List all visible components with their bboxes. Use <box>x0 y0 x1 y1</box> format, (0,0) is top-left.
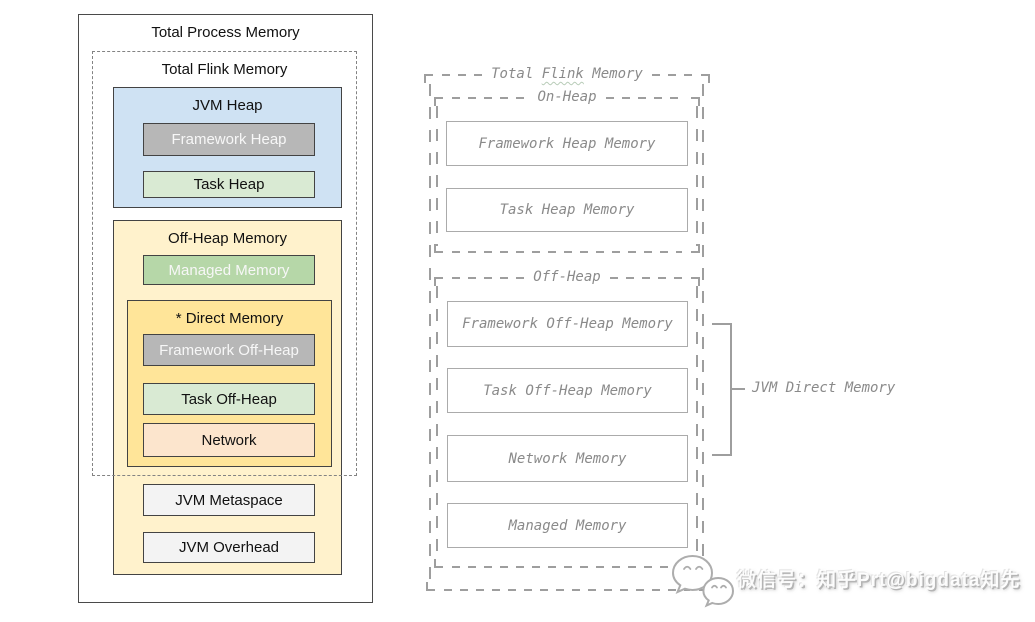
title-part-flink: Flink <box>541 66 584 82</box>
dashed-line <box>452 566 682 568</box>
managed-memory-right-box: Managed Memory <box>447 503 688 548</box>
network-box: Network <box>143 423 315 457</box>
title-part: Memory <box>583 66 643 82</box>
on-heap-bottom-dashed-border <box>434 244 700 262</box>
task-off-heap-memory-box: Task Off-Heap Memory <box>447 368 688 413</box>
off-heap-header: Off-Heap <box>434 269 700 288</box>
dashed-line <box>651 74 692 76</box>
dashed-line <box>442 74 483 76</box>
corner-top-left-icon <box>434 97 443 106</box>
bracket-bottom-arm <box>712 454 732 456</box>
on-heap-right-dashed-border <box>696 106 698 246</box>
task-heap-box: Task Heap <box>143 171 315 198</box>
dashed-line <box>452 251 682 253</box>
corner-top-right-icon <box>691 277 700 286</box>
outer-left-dashed-border <box>429 84 431 584</box>
wechat-icon <box>671 554 735 608</box>
on-heap-left-dashed-border <box>436 106 438 246</box>
jvm-heap-label: JVM Heap <box>192 97 263 114</box>
right-total-flink-title: Total Flink Memory <box>491 66 643 82</box>
total-process-memory-label: Total Process Memory <box>151 24 300 41</box>
framework-heap-box: Framework Heap <box>143 123 315 156</box>
off-heap-bottom-dashed-border <box>434 559 700 577</box>
bracket-top-arm <box>712 323 732 325</box>
off-heap-title: Off-Heap <box>533 269 601 285</box>
framework-off-heap-box: Framework Off-Heap <box>143 334 315 366</box>
outer-right-dashed-border <box>702 84 704 584</box>
corner-top-left-icon <box>434 277 443 286</box>
corner-top-right-icon <box>691 97 701 106</box>
task-off-heap-box: Task Off-Heap <box>143 383 315 415</box>
managed-memory-box: Managed Memory <box>143 255 315 285</box>
outer-bottom-dashed-border <box>426 582 708 600</box>
jvm-metaspace-box: JVM Metaspace <box>143 484 315 516</box>
off-heap-right-dashed-border <box>696 286 698 560</box>
jvm-direct-memory-label: JVM Direct Memory <box>752 380 896 396</box>
bracket-vertical <box>730 323 732 456</box>
corner-bottom-left-icon <box>426 582 435 591</box>
network-memory-box: Network Memory <box>447 435 688 482</box>
corner-bottom-left-icon <box>434 559 443 568</box>
corner-bottom-right-icon <box>691 244 700 253</box>
total-flink-memory-dashed-box <box>92 51 357 476</box>
dashed-line <box>452 97 529 99</box>
direct-memory-label: * Direct Memory <box>175 310 284 327</box>
corner-top-right-icon <box>701 74 710 83</box>
total-process-memory-box <box>78 14 373 603</box>
watermark-text: 微信号：知乎Prt@bigdata知先 <box>737 570 1021 591</box>
framework-heap-memory-box: Framework Heap Memory <box>446 121 688 166</box>
dashed-line <box>609 277 682 279</box>
dashed-line <box>452 277 525 279</box>
total-flink-memory-label: Total Flink Memory <box>161 61 288 78</box>
dashed-line <box>605 97 683 99</box>
on-heap-header: On-Heap <box>434 89 701 108</box>
on-heap-title: On-Heap <box>537 89 597 105</box>
corner-bottom-left-icon <box>434 244 443 253</box>
right-total-flink-header: Total Flink Memory <box>424 66 710 85</box>
corner-top-left-icon <box>424 74 433 83</box>
off-heap-left-dashed-border <box>436 286 438 560</box>
jvm-overhead-box: JVM Overhead <box>143 532 315 563</box>
dashed-line <box>444 589 690 591</box>
bracket-middle-tick <box>732 388 745 390</box>
off-heap-memory-label: Off-Heap Memory <box>168 230 287 247</box>
title-part: Total <box>491 66 542 82</box>
task-heap-memory-box: Task Heap Memory <box>446 188 688 232</box>
framework-off-heap-memory-box: Framework Off-Heap Memory <box>447 301 688 347</box>
